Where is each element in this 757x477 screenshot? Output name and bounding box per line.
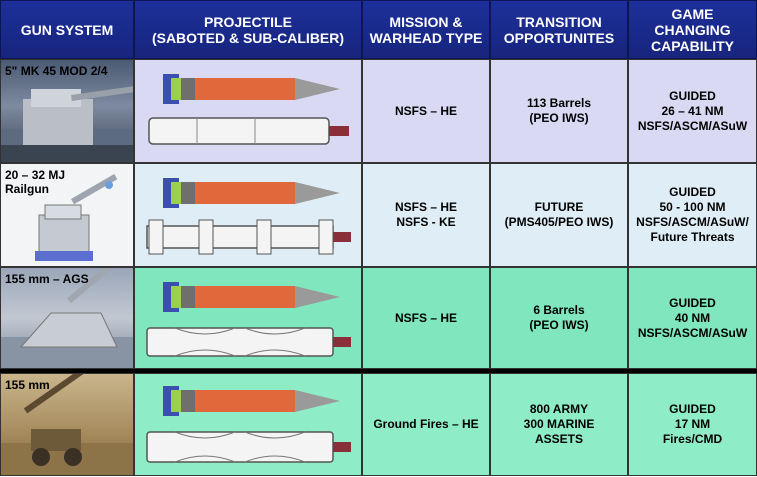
header-transition-text: TRANSITION OPPORTUNITES [503,13,615,46]
mission-text-4: Ground Fires – HE [373,417,479,431]
transition-text-3: 6 Barrels (PEO IWS) [529,303,589,332]
projectile-round-icon [163,386,340,416]
header-projectile: PROJECTILE (SABOTED & SUB-CALIBER) [134,0,362,59]
sabot-body-icon [146,219,351,255]
projectile-cell-2 [134,163,362,267]
mission-text-1: NSFS – HE [394,103,457,118]
gun-photo-railgun: 20 – 32 MJ Railgun [0,163,134,267]
capability-text-1: GUIDED 26 – 41 NM NSFS/ASCM/ASuW [637,88,748,133]
projectile-illustration-2 [146,178,351,255]
gun-name-155mm: 155 mm [5,378,50,392]
transition-cell-2: FUTURE (PMS405/PEO IWS) [490,163,628,267]
projectile-illustration-3 [146,282,351,357]
projectile-cell-1 [134,59,362,163]
mission-cell-2: NSFS – HE NSFS - KE [362,163,490,267]
header-transition: TRANSITION OPPORTUNITES [490,0,628,59]
mk45-gun-illustration [1,86,133,162]
mission-text-2: NSFS – HE NSFS - KE [394,200,457,229]
gun-photo-mk45: 5" MK 45 MOD 2/4 [0,59,134,163]
header-mission-text: MISSION & WARHEAD TYPE [369,13,483,46]
transition-text-4: 800 ARMY 300 MARINE ASSETS [523,402,595,446]
gun-name-ags: 155 mm – AGS [5,272,89,286]
mission-cell-3: NSFS – HE [362,267,490,369]
capability-text-2: GUIDED 50 - 100 NM NSFS/ASCM/ASuW/ Futur… [636,185,749,244]
transition-cell-1: 113 Barrels (PEO IWS) [490,59,628,163]
ags-gun-illustration [1,268,133,368]
mission-text-3: NSFS – HE [394,310,457,325]
header-mission: MISSION & WARHEAD TYPE [362,0,490,59]
transition-text-1: 113 Barrels (PEO IWS) [526,96,592,125]
header-capability-text: GAME CHANGING CAPABILITY [651,5,734,54]
projectile-cell-4 [134,373,362,476]
railgun-illustration [35,174,118,261]
gun-photo-155mm: 155 mm [0,373,134,476]
sabot-body-icon [148,117,349,145]
mission-cell-4: Ground Fires – HE [362,373,490,476]
header-projectile-text: PROJECTILE (SABOTED & SUB-CALIBER) [151,13,345,46]
sabot-body-icon [146,431,351,463]
mission-cell-1: NSFS – HE [362,59,490,163]
capability-cell-1: GUIDED 26 – 41 NM NSFS/ASCM/ASuW [628,59,757,163]
header-gun-system-text: GUN SYSTEM [20,21,114,38]
capability-cell-3: GUIDED 40 NM NSFS/ASCM/ASuW [628,267,757,369]
projectile-illustration-4 [146,386,351,463]
row-separator [0,369,757,373]
projectile-round-icon [163,74,340,104]
capability-text-3: GUIDED 40 NM NSFS/ASCM/ASuW [637,295,748,340]
header-capability: GAME CHANGING CAPABILITY [628,0,757,59]
capability-cell-2: GUIDED 50 - 100 NM NSFS/ASCM/ASuW/ Futur… [628,163,757,267]
sabot-body-icon [146,327,351,357]
projectile-cell-3 [134,267,362,369]
transition-text-2: FUTURE (PMS405/PEO IWS) [504,200,614,229]
capability-cell-4: GUIDED 17 NM Fires/CMD [628,373,757,476]
capability-text-4: GUIDED 17 NM Fires/CMD [662,402,723,446]
header-gun-system: GUN SYSTEM [0,0,134,59]
gun-name-railgun: 20 – 32 MJ Railgun [5,168,66,196]
projectile-round-icon [163,282,340,312]
transition-cell-4: 800 ARMY 300 MARINE ASSETS [490,373,628,476]
projectile-round-icon [163,178,340,208]
gun-photo-ags: 155 mm – AGS [0,267,134,369]
howitzer-illustration [1,374,133,475]
gun-name-mk45: 5" MK 45 MOD 2/4 [5,64,108,78]
projectile-illustration-1 [148,74,349,145]
transition-cell-3: 6 Barrels (PEO IWS) [490,267,628,369]
